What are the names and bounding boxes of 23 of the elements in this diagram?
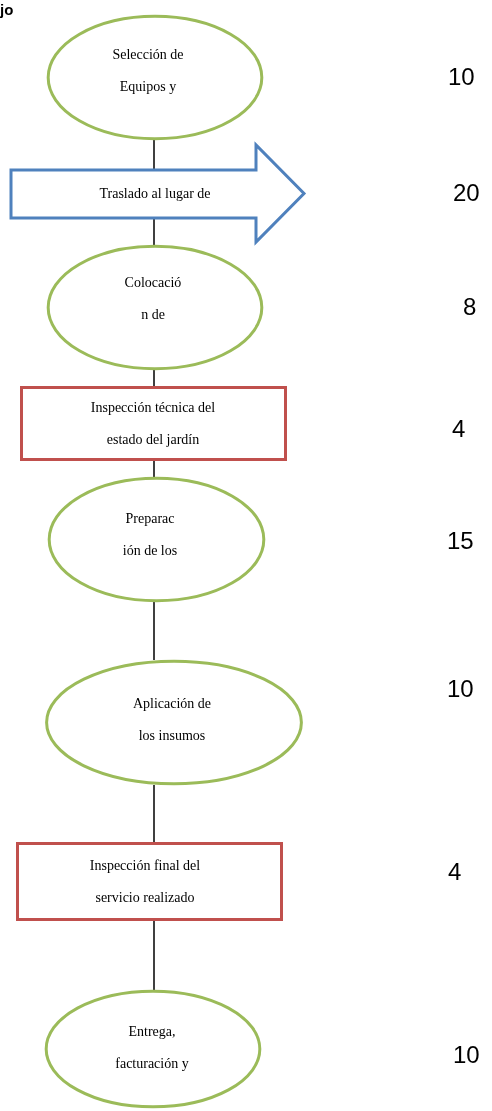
connector-line [153,369,155,387]
connector-line [153,460,155,478]
node-text: Selección de Equipos y [111,46,185,96]
duration-value: 8 [463,295,477,319]
connector-line [153,139,155,171]
connector-line [153,920,155,991]
title: jo [0,2,14,17]
connector-line [153,601,155,661]
node-text: Preparac ión de los [121,510,179,560]
node-text: Traslado al lugar de [98,185,212,203]
node-text: Inspección técnica del estado del jardín [89,399,217,449]
duration-value: 20 [453,181,480,205]
node-text: Aplicación de los insumos [131,695,213,745]
duration-value: 10 [448,65,475,89]
node-text: Colocació n de [123,274,183,324]
duration-value: 10 [447,677,474,701]
duration-value: 15 [447,529,474,553]
duration-value: 4 [452,417,466,441]
duration-value: 4 [448,860,462,884]
connector-line [153,784,155,843]
node-text: Inspección final del servicio realizado [88,857,202,907]
node-text: Entrega, facturación y [114,1023,190,1073]
duration-value: 10 [453,1043,480,1067]
